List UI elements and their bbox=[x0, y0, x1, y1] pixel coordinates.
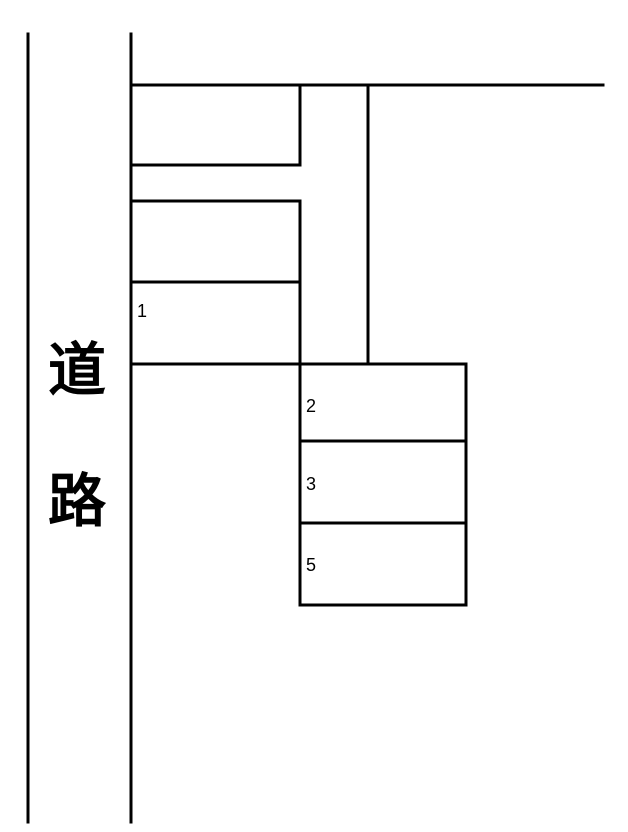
lot-number-1: 1 bbox=[137, 301, 148, 321]
parking-space-middle bbox=[129, 199, 302, 366]
road-label-top: 道 bbox=[47, 336, 106, 404]
road-label-bottom: 路 bbox=[47, 467, 106, 535]
lot-number-2: 2 bbox=[306, 396, 317, 416]
lot-block-right bbox=[298, 362, 468, 607]
lot-number-5: 5 bbox=[306, 555, 317, 575]
lot-number-3: 3 bbox=[306, 474, 317, 494]
